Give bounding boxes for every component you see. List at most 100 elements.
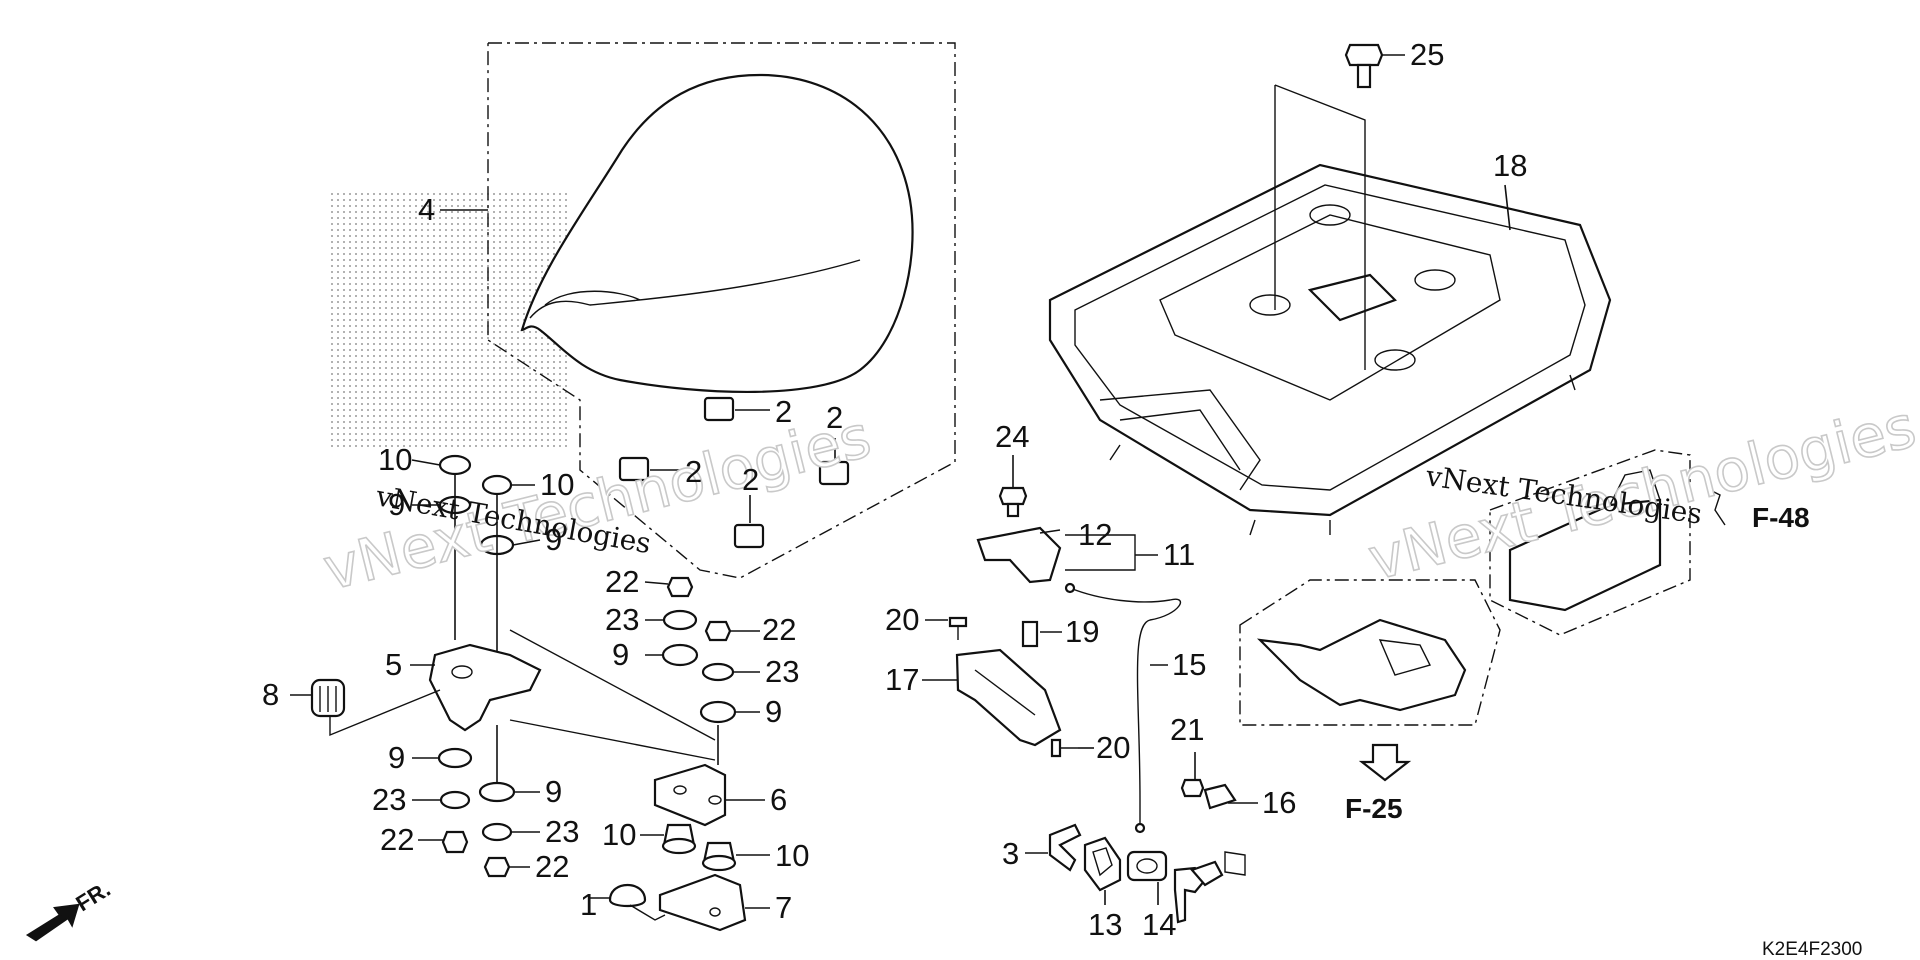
seat-rubber-part-2 [618, 456, 650, 482]
seat-contour-line [529, 259, 861, 319]
callout-9: 9 [545, 522, 562, 557]
front-arrow-icon [25, 903, 80, 942]
callout-19: 19 [1065, 614, 1099, 649]
latch-bracket-part-12 [976, 526, 1062, 584]
carrier-mount-hole [1374, 349, 1416, 371]
cable-end [1064, 582, 1076, 594]
callout-2: 2 [826, 400, 843, 435]
callout-3: 3 [1002, 836, 1019, 871]
plate-part-6 [653, 763, 727, 827]
washer-part-9 [699, 700, 737, 724]
callout-25: 25 [1410, 37, 1444, 72]
callout-23: 23 [545, 814, 579, 849]
washer-part-23 [662, 609, 698, 631]
bolt-part-25-shank [1356, 63, 1372, 89]
seat-contour-line [544, 290, 641, 306]
seat-assembly-boundary [487, 42, 956, 579]
reference-arrow-f48 [1709, 489, 1726, 526]
hinge-bracket-hole [451, 665, 473, 679]
trunk-box-handle [1609, 469, 1661, 506]
callout-14: 14 [1142, 907, 1176, 942]
leader-line [509, 629, 716, 761]
washer-part-23 [481, 822, 513, 842]
reference-arrow-f25 [1358, 743, 1412, 782]
callout-23: 23 [372, 782, 406, 817]
inner-box-panel [1256, 618, 1467, 712]
callout-6: 6 [770, 782, 787, 817]
callout-9: 9 [388, 740, 405, 775]
seal-part-13-inner [1092, 847, 1113, 877]
callout-10: 10 [378, 442, 412, 477]
callout-7: 7 [775, 890, 792, 925]
collar-part-10 [661, 837, 697, 855]
callout-4: 4 [418, 192, 435, 227]
leader-line [1274, 84, 1366, 370]
diagram-code: K2E4F2300 [1762, 939, 1862, 960]
callout-10: 10 [602, 817, 636, 852]
callout-11: 11 [1163, 537, 1195, 572]
leader-line [629, 904, 666, 921]
callout-16: 16 [1262, 785, 1296, 820]
bolt-part-24-shank [1006, 502, 1020, 518]
clip-part-19 [1021, 620, 1039, 648]
washer-part-9 [437, 747, 473, 769]
carrier-mount-hole [1414, 269, 1456, 291]
seat [520, 73, 914, 393]
hinge-bracket-part-5 [428, 643, 542, 732]
callout-23: 23 [765, 654, 799, 689]
rear-carrier-part-18 [1048, 163, 1612, 517]
callout-12: 12 [1078, 517, 1112, 552]
callout-22: 22 [535, 849, 569, 884]
inner-box-boundary [1239, 579, 1501, 726]
leader-line [1504, 184, 1511, 231]
plate-hole [708, 795, 722, 805]
nut-part-22 [704, 620, 732, 642]
callout-15: 15 [1172, 647, 1206, 682]
callout-10: 10 [540, 467, 574, 502]
callout-13: 13 [1088, 907, 1122, 942]
carrier-grab-handle-inner [1119, 409, 1241, 471]
carrier-mount-hole [1249, 294, 1291, 316]
callout-22: 22 [762, 612, 796, 647]
callout-20: 20 [885, 602, 919, 637]
bolt-part-24 [998, 486, 1028, 506]
callout-22: 22 [380, 822, 414, 857]
plate-hole [673, 785, 687, 795]
nut-part-22 [483, 856, 511, 878]
callout-10: 10 [775, 838, 809, 873]
nut-part-22 [441, 830, 469, 854]
key-cylinder-part-14 [1126, 850, 1168, 882]
reference-parts-group [1239, 449, 1726, 782]
key-cylinder-face [1136, 858, 1158, 874]
collar-part-10 [701, 854, 737, 872]
carrier-inner-rail [1074, 184, 1586, 491]
lock-cover-part-17 [955, 648, 1062, 747]
reference-label-f48: F-48 [1752, 502, 1810, 533]
plate-hole [709, 907, 721, 917]
callout-2: 2 [775, 394, 792, 429]
box-boundary [1489, 449, 1691, 636]
carrier-grab-handle [1099, 389, 1261, 491]
callout-24: 24 [995, 419, 1029, 454]
callout-22: 22 [605, 564, 639, 599]
collar-part-10 [438, 454, 472, 476]
key [1190, 860, 1224, 887]
screw-part-20 [948, 616, 968, 628]
callout-1: 1 [580, 887, 597, 922]
leader-line [644, 581, 669, 585]
washer-part-9 [478, 781, 516, 803]
callout-9: 9 [612, 637, 629, 672]
bracket-part-16 [1203, 783, 1237, 810]
callout-21: 21 [1170, 712, 1204, 747]
leader-line [1065, 534, 1136, 571]
callout-20: 20 [1096, 730, 1130, 765]
leader-line [329, 689, 441, 737]
callout-2: 2 [685, 454, 702, 489]
front-direction-label: FR. [71, 876, 114, 916]
callout-8: 8 [262, 677, 279, 712]
seat-rubber-part-2 [703, 396, 735, 422]
lock-cover-edge [974, 669, 1036, 716]
rear-carrier-group [1048, 43, 1612, 536]
